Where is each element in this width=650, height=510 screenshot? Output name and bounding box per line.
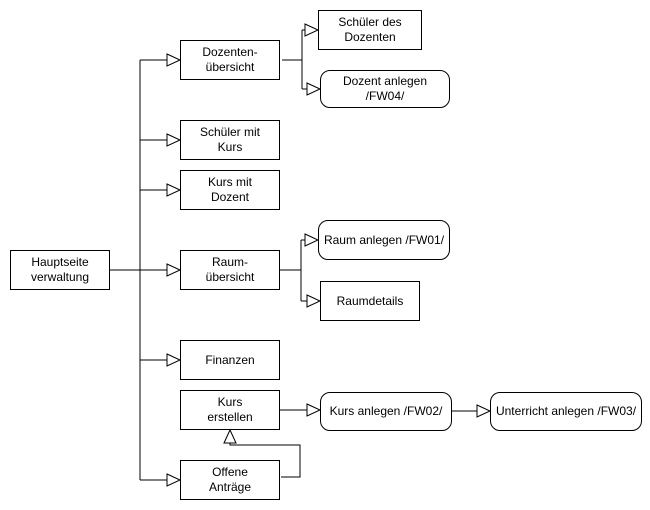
node-schueler-mit-kurs[interactable]: Schüler mit Kurs <box>180 120 280 160</box>
node-raum-anlegen-fw01[interactable]: Raum anlegen /FW01/ <box>318 220 450 260</box>
arrowhead-kurs-erstellen-up <box>223 428 237 444</box>
edge-raum-split <box>280 239 307 302</box>
arrowhead-kurs-mit-dozent <box>166 183 182 197</box>
arrowhead-raumuebersicht <box>166 263 182 277</box>
arrowhead-schueler-des-dozenten <box>304 23 320 37</box>
node-dozenten-uebersicht[interactable]: Dozenten- übersicht <box>180 40 280 80</box>
arrowhead-raumdetails <box>306 294 322 308</box>
node-hauptseite-verwaltung[interactable]: Hauptseite verwaltung <box>10 250 110 290</box>
node-schueler-des-dozenten[interactable]: Schüler des Dozenten <box>318 10 422 50</box>
edge-dozenten-split <box>282 29 307 90</box>
arrowhead-dozent-anlegen <box>306 82 322 96</box>
arrowhead-unterricht-anlegen <box>476 404 492 418</box>
node-raum-uebersicht[interactable]: Raum- übersicht <box>180 250 280 290</box>
arrowhead-schueler-mit-kurs <box>166 133 182 147</box>
node-kurs-anlegen-fw02[interactable]: Kurs anlegen /FW02/ <box>320 392 452 431</box>
node-finanzen[interactable]: Finanzen <box>180 340 280 380</box>
arrowhead-raum-anlegen <box>304 233 320 247</box>
arrowhead-offene-antraege <box>166 473 182 487</box>
node-kurs-mit-dozent[interactable]: Kurs mit Dozent <box>180 170 280 210</box>
arrowhead-dozentenuebersicht <box>166 53 182 67</box>
arrowhead-finanzen <box>166 353 182 367</box>
edge-offene-kurs-erstellen <box>229 443 301 478</box>
node-dozent-anlegen-fw04[interactable]: Dozent anlegen /FW04/ <box>320 70 450 108</box>
arrowhead-kurs-anlegen <box>306 403 322 417</box>
node-kurs-erstellen[interactable]: Kurs erstellen <box>180 390 280 430</box>
node-raumdetails[interactable]: Raumdetails <box>320 281 420 321</box>
node-offene-antraege[interactable]: Offene Anträge <box>180 460 280 500</box>
node-unterricht-anlegen-fw03[interactable]: Unterricht anlegen /FW03/ <box>490 392 642 431</box>
